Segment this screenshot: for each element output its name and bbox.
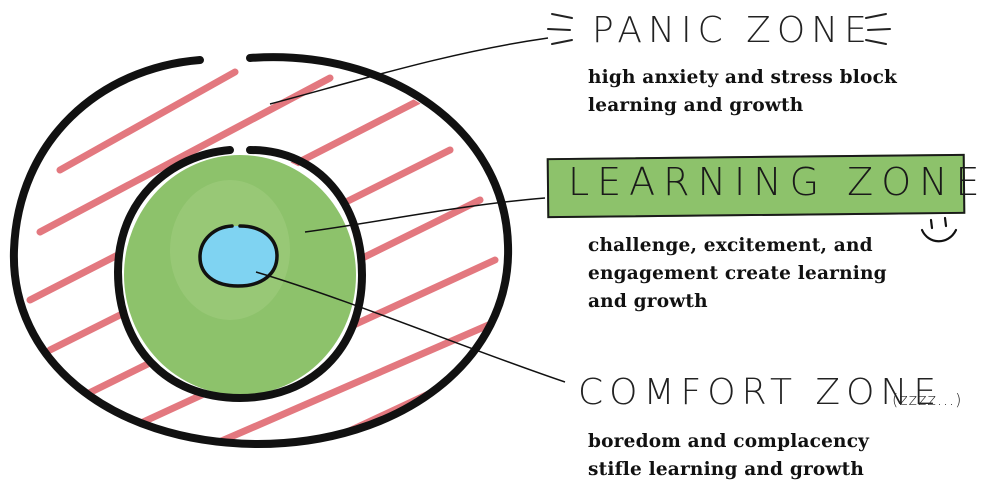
learning-zone-description: challenge, excitement, and engagement cr… (588, 235, 887, 312)
comfort-zone-title: COMFORT ZONE (578, 372, 943, 413)
comfort-zone-aside: (zzzz...) (892, 390, 963, 409)
tremble-lines-icon (547, 13, 891, 45)
panic-zone-description: high anxiety and stress block learning a… (588, 67, 898, 116)
comfort-zone-core (198, 224, 279, 288)
panic-hatch-stroke (56, 68, 239, 174)
panic-hatch-stroke (36, 74, 334, 236)
learning-zone-outline (113, 146, 367, 403)
learning-zone-title: LEARNING ZONE (568, 160, 984, 204)
panic-zone-outline (9, 53, 513, 449)
smiley-face-icon (920, 216, 958, 243)
learning-leader-line (304, 197, 546, 233)
panic-zone-title: PANIC ZONE (592, 10, 873, 51)
comfort-zone-outline (198, 224, 279, 288)
panic-leader-line (269, 37, 549, 105)
comfort-zone-description: boredom and complacency stifle learning … (588, 431, 870, 480)
comfort-leader-line (255, 271, 566, 383)
